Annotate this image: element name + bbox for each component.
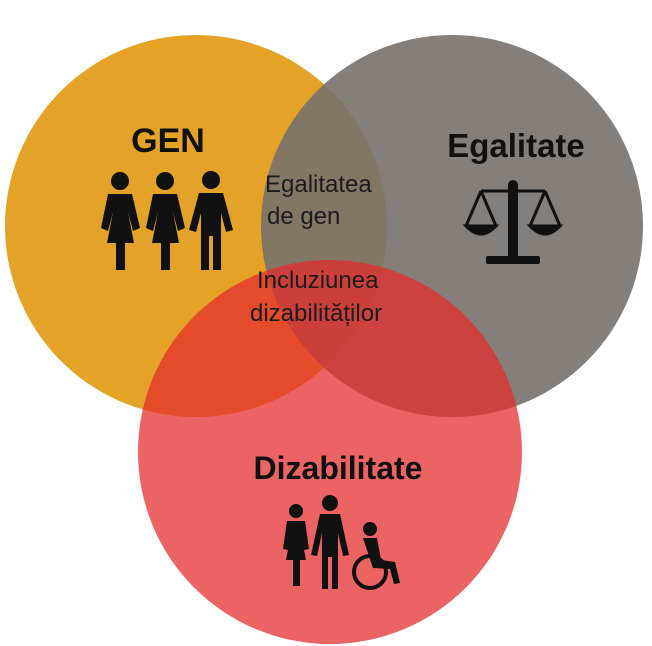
circle-dizabilitate bbox=[138, 260, 522, 644]
gen-title: GEN bbox=[131, 122, 205, 160]
disability-inclusion-line1: Incluziunea bbox=[257, 267, 379, 294]
disability-group-icon bbox=[283, 495, 400, 590]
family-icon bbox=[101, 171, 233, 270]
dizabilitate-title: Dizabilitate bbox=[254, 450, 423, 486]
egalitate-title: Egalitate bbox=[447, 127, 585, 164]
gender-equality-line1: Egalitatea bbox=[265, 171, 372, 198]
disability-inclusion-line2: dizabilităților bbox=[250, 300, 382, 327]
gender-equality-line2: de gen bbox=[267, 203, 340, 230]
scales-icon bbox=[462, 180, 564, 264]
